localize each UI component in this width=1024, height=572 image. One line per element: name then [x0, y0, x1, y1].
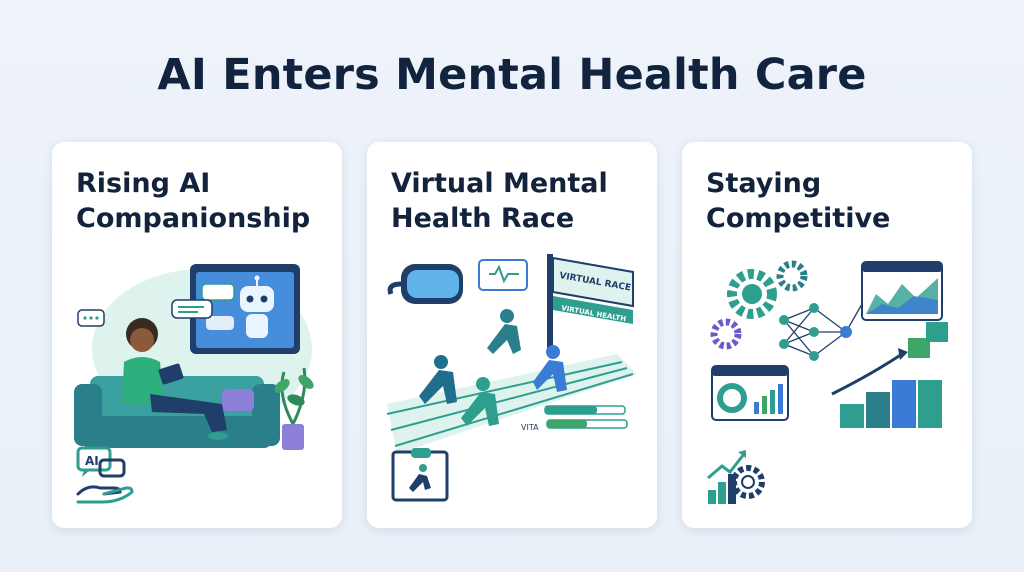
- card-staying-competitive[interactable]: Staying Competitive: [682, 142, 972, 528]
- ai-icon-text: AI: [85, 454, 99, 468]
- card-title: Staying Competitive: [706, 168, 891, 234]
- card-title: Virtual Mental Health Race: [391, 168, 608, 234]
- page-title: AI Enters Mental Health Care: [157, 50, 867, 100]
- card-title: Rising AI Companionship: [76, 168, 311, 234]
- staying-competitive-illustration: [710, 260, 948, 428]
- card-virtual-mental-health-race[interactable]: Virtual Mental Health Race VIRTUAL RACE …: [367, 142, 657, 528]
- ai-chat-hand-icon: AI: [76, 446, 134, 504]
- ai-companionship-illustration: [74, 264, 314, 450]
- track-text: VITA: [521, 423, 539, 432]
- card-rising-ai-companionship[interactable]: Rising AI Companionship: [52, 142, 342, 528]
- vr-runner-icon: [391, 448, 449, 502]
- virtual-race-illustration: VIRTUAL RACE VIRTUAL HEALTH VITA: [387, 254, 637, 454]
- growth-chart-gear-icon: [707, 450, 765, 504]
